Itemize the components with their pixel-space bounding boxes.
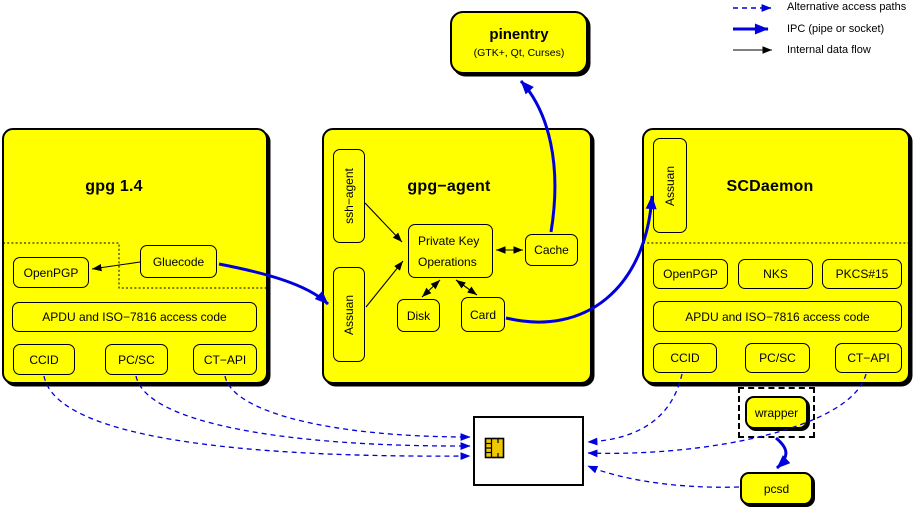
scdaemon-ccid-label: CCID — [670, 351, 700, 365]
alt-gpg14-ccid-to-card — [43, 375, 471, 460]
gpgagent-private-key-operations-box: Private Key Operations — [408, 224, 493, 278]
gpgagent-sshagent-box: ssh−agent — [333, 149, 365, 243]
pko-label-line2: Operations — [418, 254, 477, 269]
gpg14-openpgp-box: OpenPGP — [13, 257, 89, 288]
ipc-wrapper-to-pcsd — [775, 436, 791, 470]
pcsd-label: pcsd — [763, 481, 790, 496]
scdaemon-assuan-label: Assuan — [663, 165, 677, 206]
gpgagent-disk-label: Disk — [406, 308, 431, 323]
gpgagent-cache-label: Cache — [534, 243, 569, 257]
legend-label-alternative-access: Alternative access paths — [787, 1, 907, 13]
alt-pcsd-to-card — [587, 465, 740, 488]
pko-label-line1: Private Key — [418, 233, 480, 248]
gpgagent-assuan-label: Assuan — [342, 294, 356, 335]
gpg14-openpgp-label: OpenPGP — [23, 265, 79, 280]
scdaemon-pcsc-label: PC/SC — [759, 351, 796, 365]
scdaemon-apdu-box: APDU and ISO−7816 access code — [653, 301, 902, 332]
gpgagent-card-box: Card — [461, 297, 505, 332]
gpgagent-sshagent-label: ssh−agent — [342, 168, 356, 224]
gpgagent-cache-box: Cache — [525, 234, 578, 266]
gpg14-ctapi-label: CT−API — [203, 352, 247, 367]
wrapper-label: wrapper — [754, 405, 799, 420]
gpg14-gluecode-box: Gluecode — [140, 245, 217, 278]
alt-scdaemon-ccid-to-card — [587, 373, 683, 446]
scdaemon-openpgp-label: OpenPGP — [663, 267, 718, 281]
gpg14-ccid-label: CCID — [29, 352, 59, 367]
pinentry-subtitle: (GTK+, Qt, Curses) — [473, 47, 565, 59]
scdaemon-openpgp-box: OpenPGP — [653, 259, 728, 289]
gpg14-title: gpg 1.4 — [85, 178, 143, 195]
legend-label-ipc: IPC (pipe or socket) — [787, 23, 885, 35]
gpg14-gluecode-label: Gluecode — [152, 254, 205, 269]
gpg14-ctapi-box: CT−API — [193, 344, 257, 375]
gpg14-pcsc-box: PC/SC — [105, 344, 168, 375]
gpgagent-assuan-box: Assuan — [333, 267, 365, 362]
pinentry-title: pinentry — [489, 26, 549, 43]
gpgagent-title: gpg−agent — [407, 178, 491, 195]
scdaemon-nks-label: NKS — [763, 267, 788, 281]
scdaemon-apdu-label: APDU and ISO−7816 access code — [685, 309, 870, 324]
scdaemon-nks-box: NKS — [738, 259, 813, 289]
gpg14-ccid-box: CCID — [13, 344, 75, 375]
scdaemon-pkcs15-label: PKCS#15 — [835, 267, 889, 281]
scdaemon-ctapi-label: CT−API — [847, 351, 890, 365]
scdaemon-ccid-box: CCID — [653, 343, 717, 373]
smartcard — [473, 416, 584, 486]
scdaemon-assuan-box: Assuan — [653, 138, 687, 233]
scdaemon-pcsc-box: PC/SC — [745, 343, 810, 373]
alt-gpg14-pcsc-to-card — [135, 375, 471, 450]
scdaemon-pkcs15-box: PKCS#15 — [822, 259, 902, 289]
alt-scdaemon-ctapi-to-card — [587, 373, 867, 458]
alt-gpg14-ctapi-to-card — [224, 375, 471, 441]
scdaemon-ctapi-box: CT−API — [835, 343, 902, 373]
gpgagent-card-label: Card — [469, 307, 496, 322]
gpg14-pcsc-label: PC/SC — [118, 352, 155, 367]
gpg14-apdu-box: APDU and ISO−7816 access code — [12, 302, 257, 332]
pcsd-box: pcsd — [740, 472, 813, 505]
legend-label-internal-flow: Internal data flow — [787, 44, 871, 56]
scdaemon-title: SCDaemon — [726, 178, 814, 195]
gpg14-apdu-label: APDU and ISO−7816 access code — [42, 310, 227, 324]
gpgagent-disk-box: Disk — [397, 299, 440, 332]
wrapper-box: wrapper — [745, 396, 808, 429]
pinentry-box: pinentry (GTK+, Qt, Curses) — [450, 11, 588, 74]
